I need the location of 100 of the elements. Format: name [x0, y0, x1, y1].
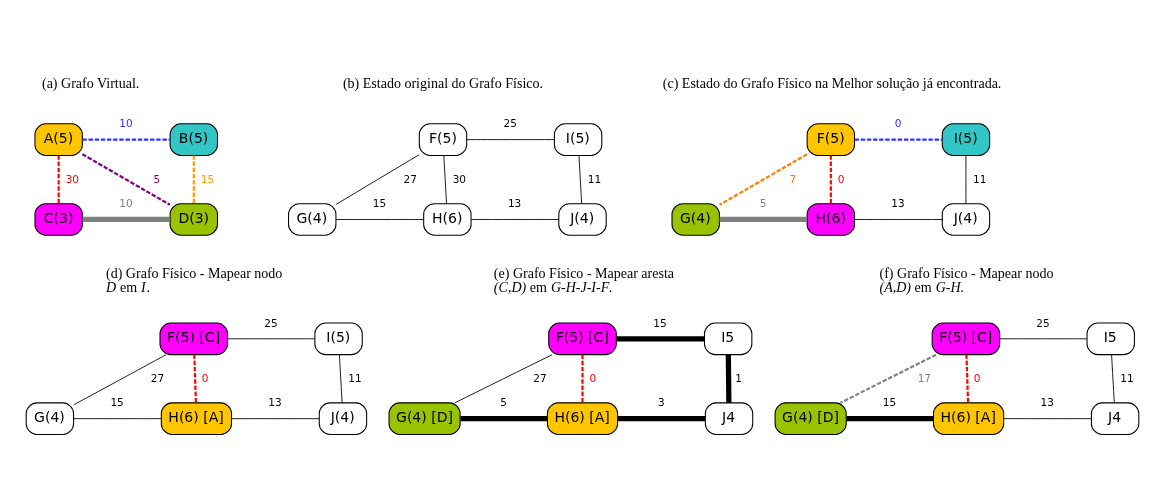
edge-label: 15 — [882, 395, 897, 408]
edge-label: 15 — [372, 196, 387, 209]
node-box: I(5) — [941, 122, 991, 156]
edge-label: 11 — [348, 371, 362, 384]
edge-label: 15 — [110, 395, 124, 408]
connector — [443, 154, 447, 204]
node-box: G(4) [D] — [774, 401, 847, 435]
connector — [616, 335, 705, 341]
node-box: J(4) — [941, 202, 991, 236]
node-box: D(3) — [169, 202, 218, 236]
edge-label: 25 — [1036, 316, 1050, 329]
connector — [73, 353, 167, 405]
connector — [82, 138, 170, 141]
connector — [578, 154, 583, 204]
edge-label: 7 — [789, 172, 797, 185]
edge-label: 15 — [200, 172, 215, 185]
node-box: F(5) [C] — [931, 322, 1001, 355]
edge-label: 15 — [653, 316, 667, 329]
edge-label: 5 — [500, 395, 507, 408]
node-box: C(3) — [34, 202, 83, 236]
node-box: J4 — [1090, 401, 1140, 435]
node-box: H(6) — [806, 202, 856, 236]
connector — [854, 218, 943, 220]
connector — [1003, 417, 1092, 419]
node-box: J4 — [704, 401, 754, 435]
edge-label: 13 — [1040, 395, 1054, 408]
edge-label: 13 — [268, 395, 282, 408]
connector — [617, 415, 706, 421]
edge-label: 0 — [201, 371, 209, 384]
node-box: H(6) [A] — [546, 401, 619, 435]
connector — [335, 218, 424, 220]
edge-label: 27 — [533, 371, 547, 384]
connector — [854, 138, 943, 141]
edge-label: 11 — [1120, 371, 1134, 384]
edge-label: 13 — [891, 196, 905, 209]
edge-label: 0 — [973, 371, 981, 384]
node-box: J(4) — [558, 202, 607, 236]
connector — [965, 354, 970, 403]
edge-label: 27 — [150, 371, 165, 384]
node-box: B(5) — [169, 122, 218, 156]
connector — [57, 155, 60, 204]
connector — [192, 155, 195, 204]
label: (f) Grafo Físico - Mapear nodo (A,D) em G-H. — [879, 264, 1054, 295]
edge-label: 3 — [657, 395, 665, 408]
node-box: H(6) — [423, 202, 472, 236]
label: (b) Estado original do Grafo Físico. — [342, 74, 544, 91]
connector — [338, 353, 343, 403]
connector — [846, 415, 934, 421]
connector — [1111, 353, 1115, 403]
node-box: F(5) — [806, 122, 856, 156]
edge-label: 25 — [503, 116, 517, 129]
connector — [581, 354, 584, 403]
connector — [965, 154, 967, 204]
connector — [335, 153, 420, 205]
connector — [82, 216, 170, 222]
connector — [81, 152, 171, 206]
node-box: I(5) — [553, 122, 603, 156]
edge-label: 10 — [119, 196, 133, 209]
connector — [470, 218, 560, 220]
edge-label: 1 — [735, 371, 742, 384]
edge-label: 30 — [65, 172, 80, 185]
label: (c) Estado do Grafo Físico na Melhor solução já encontrada. — [662, 74, 1002, 91]
node-box: F(5) [C] — [548, 322, 617, 355]
connector — [719, 216, 807, 222]
node-box: I5 — [1086, 322, 1135, 355]
label: (e) Grafo Físico - Mapear aresta (C,D) em G-H-J-I-F. — [493, 264, 675, 295]
edge-label: 0 — [589, 371, 597, 384]
connector — [73, 417, 162, 419]
edge-label: 11 — [587, 172, 602, 185]
node-box: I(5) — [314, 322, 363, 355]
node-box: G(4) — [671, 202, 720, 236]
connector — [454, 353, 553, 403]
node-box: I5 — [703, 322, 753, 355]
connector — [460, 415, 548, 421]
connector — [829, 155, 832, 204]
connector — [718, 152, 808, 206]
node-box: H(6) [A] — [932, 401, 1005, 435]
edge-label: 0 — [837, 172, 845, 185]
label: (a) Grafo Virtual. — [41, 74, 140, 91]
edge-label: 5 — [759, 196, 767, 209]
edge-label: 27 — [403, 172, 417, 185]
edge-label: 11 — [972, 172, 987, 185]
connector — [231, 417, 320, 419]
node-box: G(4) — [288, 202, 337, 236]
node-box: F(5) — [418, 122, 468, 156]
connector — [840, 353, 937, 404]
connector — [999, 337, 1088, 339]
connector — [725, 354, 732, 403]
edge-label: 10 — [119, 116, 133, 129]
edge-label: 25 — [264, 316, 278, 329]
edge-label: 5 — [153, 172, 161, 185]
node-box: G(4) [D] — [388, 401, 461, 435]
edge-label: 17 — [917, 371, 932, 384]
connector — [193, 354, 197, 403]
node-box: G(4) — [25, 401, 75, 435]
connector — [466, 138, 555, 140]
edge-label: 13 — [507, 196, 522, 209]
edge-label: 30 — [452, 172, 467, 185]
label: (d) Grafo Físico - Mapear nodo D em I. — [106, 264, 283, 295]
node-box: F(5) [C] — [159, 322, 229, 355]
